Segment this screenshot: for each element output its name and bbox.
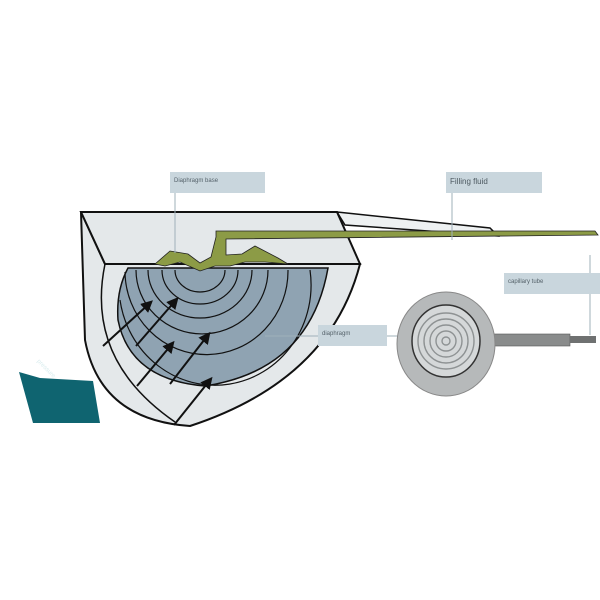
capillary-thread (570, 336, 596, 343)
diaphragm-corrugations (119, 269, 312, 386)
diaphragm-seal-device (396, 291, 596, 397)
label-capillary-tube: capillary tube (504, 273, 600, 294)
arrow (135, 296, 179, 347)
pressure-badge (19, 372, 100, 423)
capillary-stem (489, 333, 571, 347)
housing-inner-edge (100, 263, 176, 423)
arrow (173, 376, 213, 426)
label-filling-fluid: Filling fluid (446, 172, 542, 193)
pressure-arrows (102, 296, 213, 426)
arrow (102, 300, 153, 347)
arrow (136, 340, 175, 387)
label-diaphragm: diaphragm (318, 325, 387, 346)
filling-fluid (154, 230, 599, 272)
label-diaphragm-base: Diaphragm base (170, 172, 265, 193)
arrow (169, 331, 211, 385)
